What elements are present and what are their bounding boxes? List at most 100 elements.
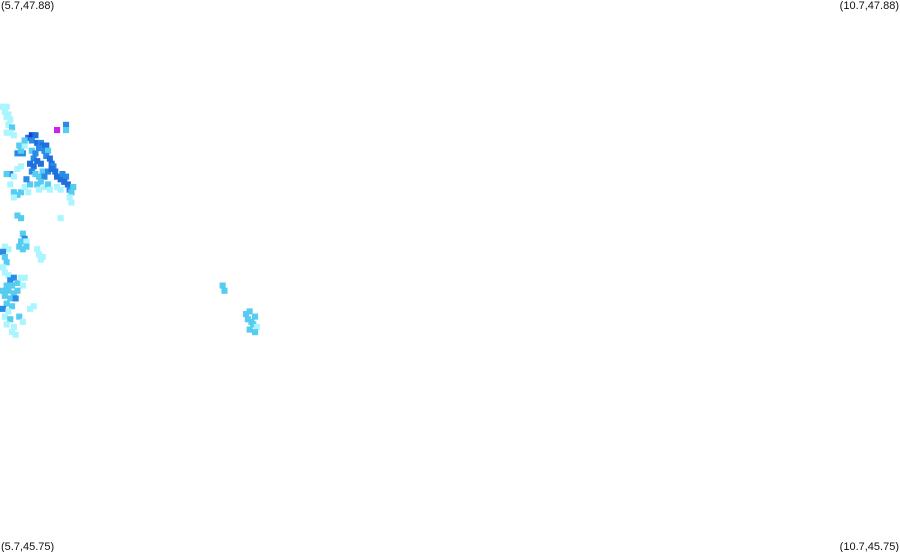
precip-cell-medium	[32, 171, 39, 178]
precip-cell-medium	[5, 287, 12, 294]
precip-cell-light	[68, 199, 75, 206]
precip-cell-intense	[28, 132, 35, 139]
precip-cell-light	[18, 163, 25, 170]
corner-label-bottom-right: (10.7,45.75)	[839, 541, 899, 552]
precip-cell-light	[3, 103, 10, 110]
precip-cell-strong	[30, 155, 37, 162]
precip-cell-medium	[45, 181, 52, 188]
precip-cell-medium	[9, 282, 16, 289]
precip-cell-medium	[10, 189, 17, 196]
precip-cell-light	[253, 323, 260, 330]
precip-cell-medium	[16, 243, 23, 250]
precip-cell-light	[66, 194, 73, 201]
precip-cell-medium	[16, 142, 23, 149]
precip-cell-medium	[246, 308, 253, 315]
precip-cell-light	[7, 129, 14, 136]
precip-cell-light	[0, 264, 7, 271]
precip-cell-strong	[7, 171, 14, 178]
precip-cell-medium	[14, 191, 21, 198]
precip-cell-medium	[1, 254, 8, 261]
precip-cell-medium	[250, 321, 257, 328]
precip-cell-light	[36, 251, 43, 258]
precip-cell-medium	[243, 311, 250, 318]
precip-cell-medium	[70, 184, 77, 191]
precip-cell-strong	[23, 176, 30, 183]
precip-cell-medium	[63, 127, 70, 134]
precip-cell-light	[10, 173, 17, 180]
precip-cell-heavy	[39, 142, 46, 149]
precip-cell-medium	[219, 282, 226, 289]
precip-cell-light	[7, 116, 14, 123]
precip-cell-medium	[14, 212, 21, 219]
precip-cell-medium	[16, 313, 23, 320]
precip-cell-light	[21, 274, 28, 281]
precip-cell-medium	[14, 279, 21, 286]
precip-cell-heavy	[37, 160, 44, 167]
precip-cell-light	[12, 331, 19, 338]
precip-cell-light	[54, 184, 61, 191]
precip-cell-light	[30, 303, 37, 310]
precip-cell-medium	[9, 303, 16, 310]
precip-cell-strong	[45, 168, 52, 175]
precip-cell-medium	[18, 215, 25, 222]
precip-cell-heavy	[52, 168, 59, 175]
precip-cell-medium	[252, 313, 259, 320]
precip-cell-medium	[9, 124, 16, 131]
precip-cell-light	[3, 129, 10, 136]
precip-cell-strong	[63, 173, 70, 180]
precip-cell-strong	[14, 150, 21, 157]
corner-label-bottom-left: (5.7,45.75)	[1, 541, 55, 552]
precip-cell-medium	[3, 282, 10, 289]
precip-cell-strong	[32, 150, 39, 157]
precip-cell-strong	[7, 277, 14, 284]
precip-cell-medium	[0, 287, 7, 294]
precip-cell-strong	[41, 147, 48, 154]
precip-cell-heavy	[46, 155, 53, 162]
precip-cell-medium	[36, 173, 43, 180]
precip-cell-light	[9, 329, 16, 336]
precip-cell-strong	[10, 274, 17, 281]
precip-cell-strong	[63, 121, 70, 128]
precip-cell-medium	[19, 246, 26, 253]
precip-cell-medium	[68, 189, 75, 196]
precip-cell-medium	[14, 287, 21, 294]
precip-cell-light	[5, 272, 12, 279]
precip-cell-light	[10, 132, 17, 139]
precip-cell-medium	[3, 259, 10, 266]
precip-cell-light	[1, 108, 8, 115]
precip-cell-heavy	[54, 173, 61, 180]
precip-cell-light	[5, 246, 12, 253]
precip-cell-extreme	[54, 127, 61, 134]
precip-cell-medium	[28, 147, 35, 154]
precip-cell-medium	[23, 243, 30, 250]
precip-cell-medium	[19, 230, 26, 237]
precip-cell-light	[23, 238, 30, 245]
precip-cell-light	[1, 269, 8, 276]
precip-cell-light	[10, 323, 17, 330]
precip-cell-heavy	[34, 139, 41, 146]
precip-cell-medium	[1, 292, 8, 299]
precip-cell-light	[19, 318, 26, 325]
precip-cell-medium	[34, 181, 41, 188]
precip-cell-medium	[244, 316, 251, 323]
precip-cell-strong	[59, 171, 66, 178]
precip-cell-heavy	[48, 165, 55, 172]
precip-cell-strong	[41, 173, 48, 180]
precip-cell-heavy	[32, 132, 39, 139]
precip-cell-light	[57, 186, 64, 193]
precip-cell-light	[19, 282, 26, 289]
precip-cell-light	[57, 215, 64, 222]
precip-cell-heavy	[64, 181, 71, 188]
precip-cell-strong	[36, 145, 43, 152]
precip-cell-strong	[0, 305, 7, 312]
precip-cell-light	[34, 246, 41, 253]
precip-cell-light	[25, 189, 32, 196]
precip-cell-strong	[28, 137, 35, 144]
precip-cell-medium	[37, 178, 44, 185]
precip-cell-medium	[39, 168, 46, 175]
precip-cell-heavy	[30, 163, 37, 170]
precip-cell-heavy	[27, 160, 34, 167]
precip-cell-light	[46, 186, 53, 193]
